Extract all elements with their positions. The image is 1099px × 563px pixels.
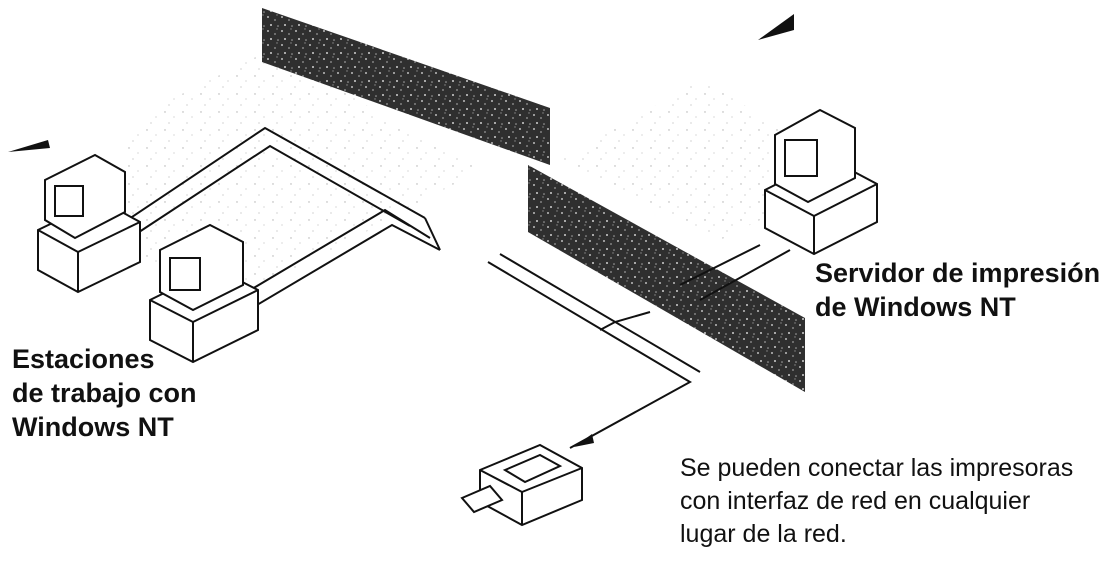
print-server-label-line-2: de Windows NT <box>815 292 1016 322</box>
workstations-label-line-2: de trabajo con <box>12 378 197 408</box>
printers-note: Se pueden conectar las impresoras con in… <box>680 452 1073 551</box>
arrow-printer <box>574 434 594 447</box>
arrow-top <box>758 14 794 40</box>
print-server-label-line-1: Servidor de impresión <box>815 258 1099 288</box>
floor-left <box>70 50 480 300</box>
wall-back <box>262 8 550 165</box>
workstations-label-line-3: Windows NT <box>12 412 174 442</box>
printers-note-line-3: lugar de la red. <box>680 520 847 548</box>
printers-note-line-2: con interfaz de red en cualquier <box>680 487 1031 515</box>
workstation-icon <box>37 153 141 294</box>
network-cables <box>119 126 791 449</box>
arrow-left <box>8 140 50 152</box>
workstations-label: Estaciones de trabajo con Windows NT <box>12 342 197 444</box>
server-icon <box>764 108 878 256</box>
printers-note-line-1: Se pueden conectar las impresoras <box>680 454 1074 482</box>
print-server-label: Servidor de impresión de Windows NT <box>815 256 1099 324</box>
workstation-icon <box>149 223 259 364</box>
workstations-label-line-1: Estaciones <box>12 344 155 374</box>
printer-icon <box>460 443 583 527</box>
wall-front <box>528 165 805 392</box>
